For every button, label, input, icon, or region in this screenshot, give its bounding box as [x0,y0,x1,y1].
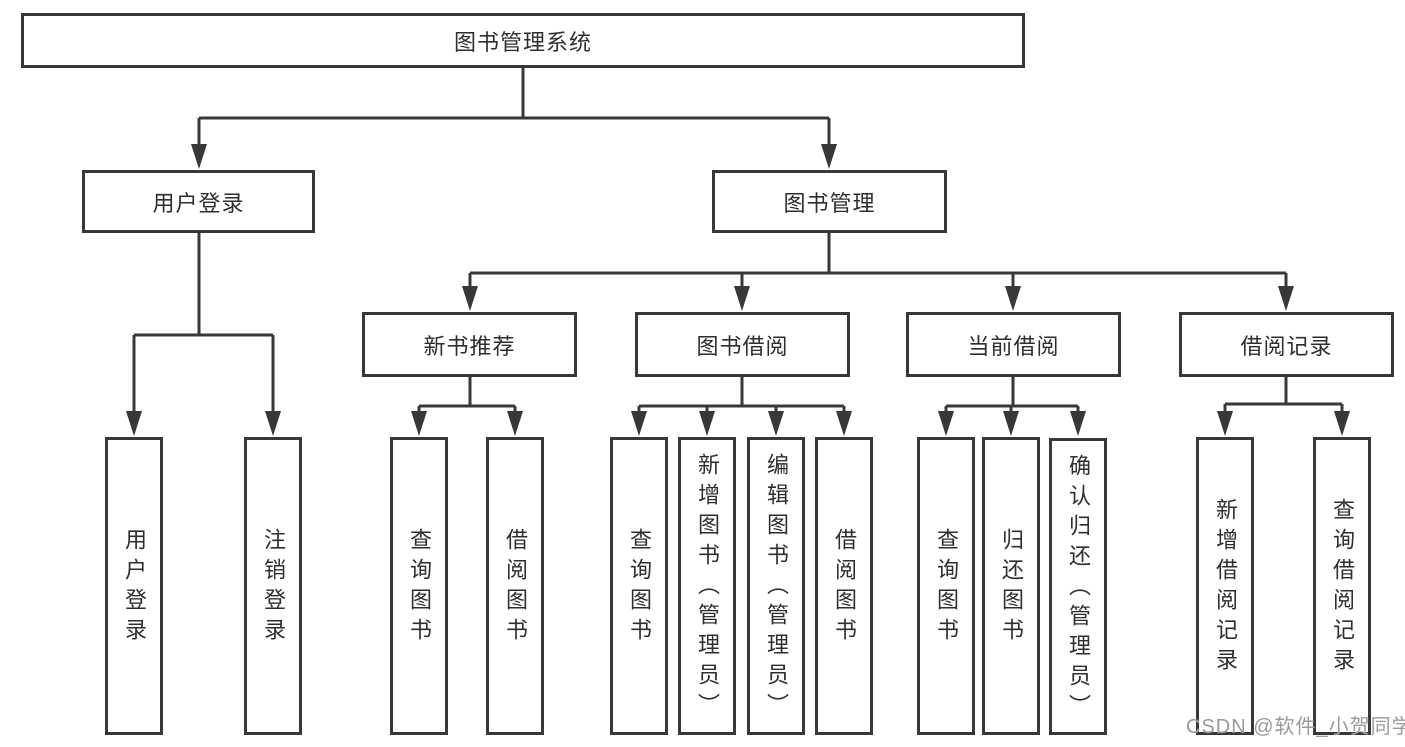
csdn-watermark: CSDN @软件_小贺同学 [1186,716,1405,738]
arrowhead-icon [1217,411,1233,436]
connector-current-to-leaves [944,377,1080,413]
leaf-edit-book-admin: 编辑图书（管理员） [747,437,805,735]
leaf-query-borrow-record: 查询借阅记录 [1313,437,1371,735]
arrowhead-icon [938,411,954,436]
arrowhead-icon [1005,286,1021,311]
arrowhead-icon [191,144,207,169]
leaf-query-books-borrow: 查询图书 [610,437,668,735]
leaf-user-login: 用户登录 [105,437,163,735]
arrowheads [126,144,1350,436]
arrowhead-icon [462,286,478,311]
connector-userlogin-to-leaves [132,233,275,413]
arrowhead-icon [411,411,427,436]
connector-bookmgmt-to-level3 [468,233,1288,288]
arrowhead-icon [821,144,837,169]
leaf-query-books-current: 查询图书 [917,437,975,735]
node-user-login: 用户登录 [82,170,315,233]
arrowhead-icon [1334,411,1350,436]
leaf-add-borrow-record: 新增借阅记录 [1196,437,1254,735]
arrowhead-icon [1278,286,1294,311]
node-book-management: 图书管理 [712,170,947,233]
arrowhead-icon [768,411,784,436]
leaf-logout: 注销登录 [244,437,302,735]
node-borrow-records: 借阅记录 [1179,312,1394,377]
arrowhead-icon [1003,411,1019,436]
leaf-borrow-books: 借阅图书 [815,437,873,735]
leaf-query-books-recommend: 查询图书 [390,437,448,735]
arrowhead-icon [699,411,715,436]
connector-newrec-to-leaves [417,377,517,413]
arrowhead-icon [734,286,750,311]
arrowhead-icon [836,411,852,436]
node-new-book-recommend: 新书推荐 [362,312,577,377]
connector-root-to-level2 [197,68,831,146]
arrowhead-icon [507,411,523,436]
arrowhead-icon [631,411,647,436]
connector-borrow-to-leaves [637,377,846,413]
leaf-return-books: 归还图书 [982,437,1040,735]
node-current-borrow: 当前借阅 [906,312,1121,377]
arrowhead-icon [265,411,281,436]
leaf-borrow-books-recommend: 借阅图书 [486,437,544,735]
node-library-system: 图书管理系统 [21,13,1025,68]
arrowhead-icon [1070,411,1086,436]
connector-records-to-leaves [1223,377,1344,413]
leaf-confirm-return-admin: 确认归还（管理员） [1049,438,1107,735]
leaf-add-book-admin: 新增图书（管理员） [678,437,736,735]
arrowhead-icon [126,411,142,436]
node-book-borrow: 图书借阅 [635,312,850,377]
